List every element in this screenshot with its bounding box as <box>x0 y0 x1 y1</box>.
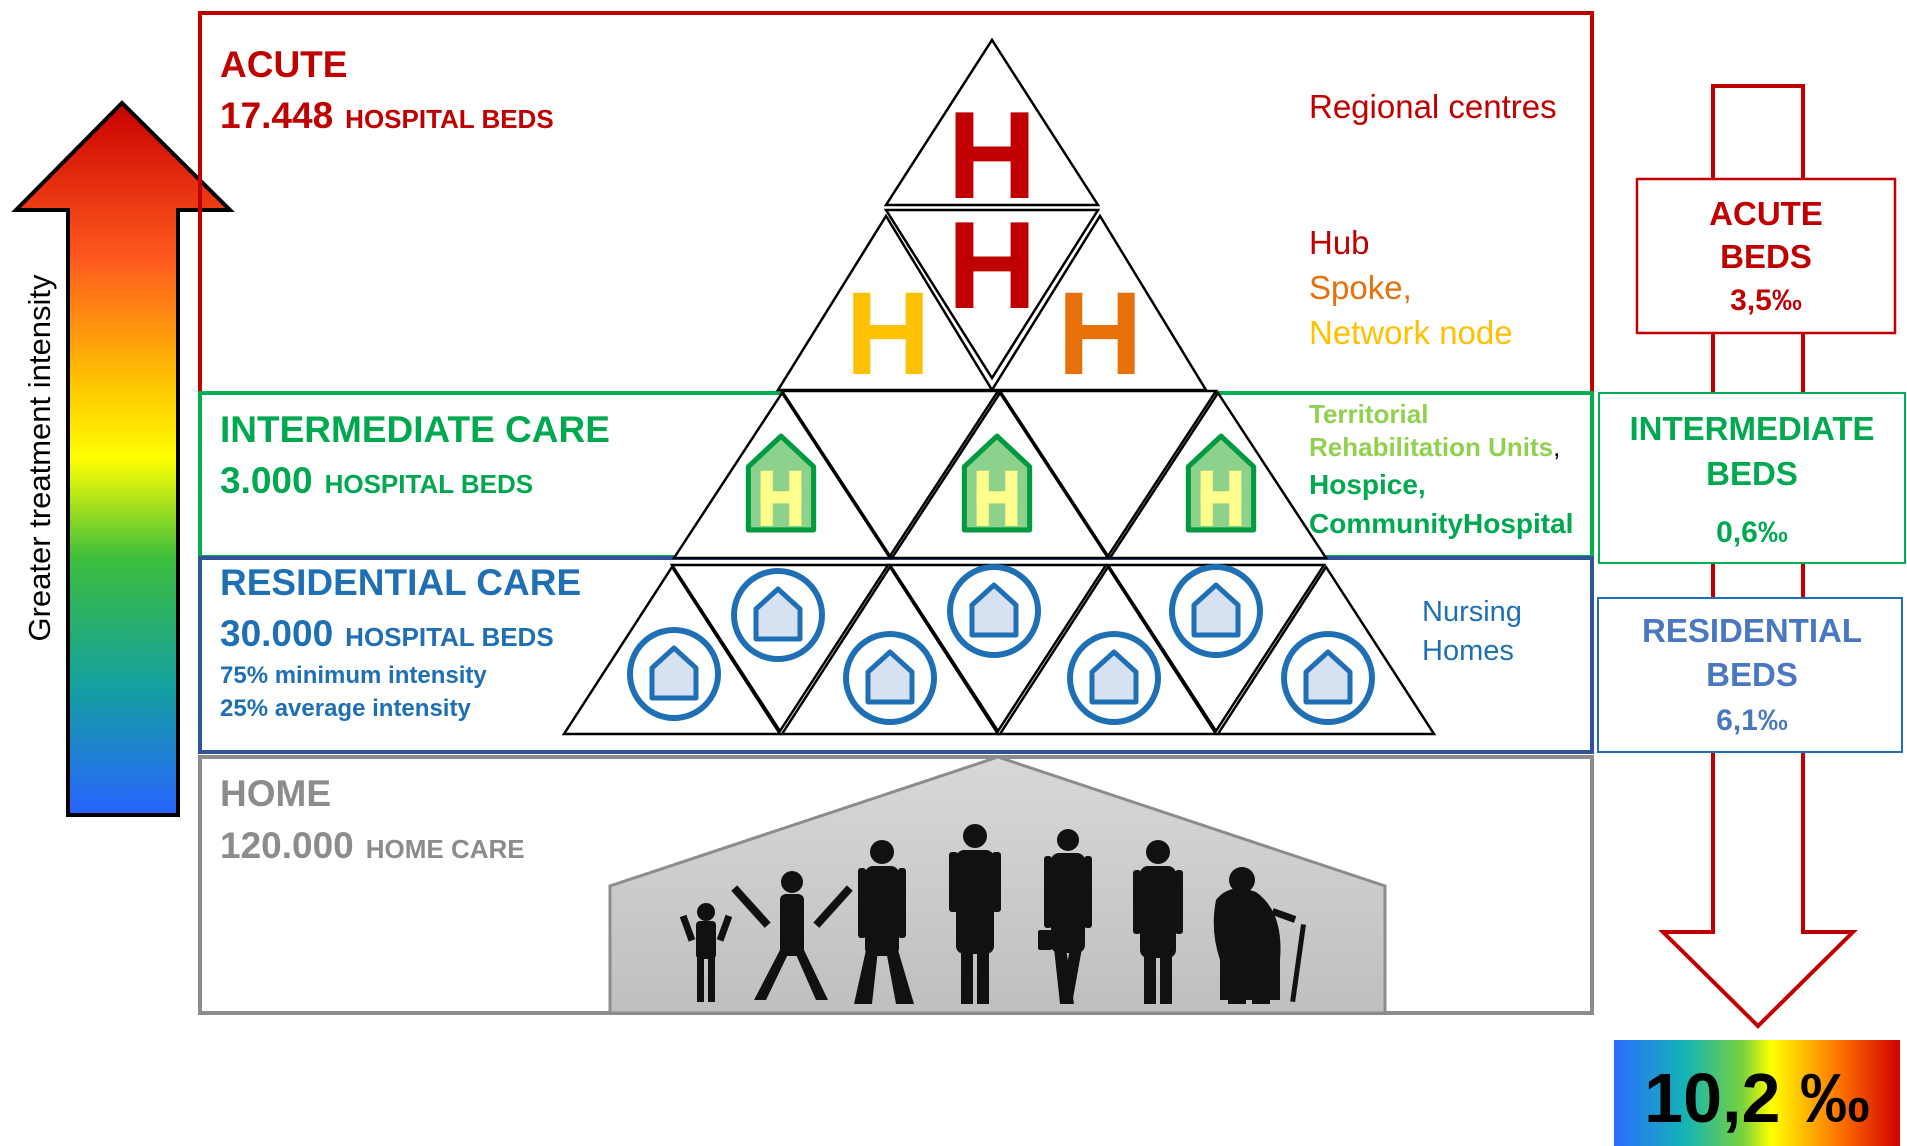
residential-rate-label-1: RESIDENTIAL <box>1642 612 1862 649</box>
label-spoke: Spoke, <box>1309 269 1412 306</box>
home-title: HOME <box>220 773 331 814</box>
acute-pyramid <box>775 37 1209 392</box>
total-rate-box <box>1614 1040 1900 1146</box>
intermediate-rate-label-2: BEDS <box>1706 455 1798 492</box>
acute-rate-value: 3,5‰ <box>1730 284 1802 317</box>
label-community-hospital: CommunityHospital <box>1309 508 1573 539</box>
intensity-arrow <box>11 100 235 817</box>
label-regional-centres: Regional centres <box>1309 88 1557 125</box>
hub-hospital-icon: H <box>947 197 1037 335</box>
label-hub: Hub <box>1309 224 1370 261</box>
intermediate-rate-label-1: INTERMEDIATE <box>1629 410 1874 447</box>
label-network-node: Network node <box>1309 314 1513 351</box>
acute-title: ACUTE <box>220 44 347 85</box>
network-node-hospital-icon: H <box>845 268 930 400</box>
label-territorial: Territorial <box>1309 399 1428 429</box>
residential-rate-label-2: BEDS <box>1706 656 1798 693</box>
intermediate-title: INTERMEDIATE CARE <box>220 409 610 450</box>
label-hospice: Hospice, <box>1309 469 1426 500</box>
intermediate-rate-box <box>1598 392 1906 564</box>
residential-note-minimum: 75% minimum intensity <box>220 662 487 689</box>
acute-rate-label-1: ACUTE <box>1709 195 1823 232</box>
home-house-illustration <box>608 755 1387 1015</box>
intensity-axis-label: Greater treatment intensity <box>22 274 57 641</box>
label-rehabilitation-units: Rehabilitation Units, <box>1309 432 1560 462</box>
residential-rate-value: 6,1‰ <box>1716 704 1788 737</box>
label-homes: Homes <box>1422 635 1514 667</box>
regional-centre-hospital-icon: H <box>947 87 1037 225</box>
spoke-hospital-icon: H <box>1057 268 1142 400</box>
residential-title: RESIDENTIAL CARE <box>220 562 581 603</box>
residential-note-average: 25% average intensity <box>220 695 471 722</box>
total-rate-value: 10,2 ‰ <box>1644 1059 1870 1137</box>
label-nursing: Nursing <box>1422 596 1522 628</box>
residential-rate-box <box>1597 597 1903 753</box>
acute-rate-box <box>1635 177 1897 335</box>
people-silhouettes <box>679 824 1306 1004</box>
intermediate-rate-value: 0,6‰ <box>1716 516 1788 549</box>
acute-rate-label-2: BEDS <box>1720 238 1812 275</box>
